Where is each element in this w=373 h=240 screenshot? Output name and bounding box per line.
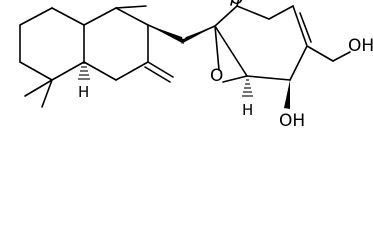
stereo-bond-layer [78, 25, 290, 109]
bond [51, 61, 85, 81]
hash-bond [78, 62, 90, 80]
hydroxymethyl-oh-label: OH [348, 36, 373, 56]
bond [115, 61, 149, 81]
wedge-bond [181, 26, 215, 44]
bond [115, 5, 147, 9]
hash-bond [242, 79, 253, 97]
bond [19, 7, 53, 26]
bond [332, 51, 351, 62]
epoxide-stereo-h-label: H [242, 101, 253, 119]
molecule-structure: O O OH OH H H [19, 0, 373, 131]
bond [214, 5, 238, 27]
bond [83, 7, 117, 26]
bond [115, 7, 149, 26]
bond [41, 79, 53, 108]
bond [236, 5, 270, 20]
bond [19, 61, 53, 81]
wedge-bond [148, 25, 184, 44]
bond [289, 45, 308, 81]
bond [147, 61, 174, 78]
epoxide-oxygen-label: O [210, 66, 223, 86]
atom-label-layer: O O OH OH H H [78, 0, 373, 131]
ring-hydroxyl-oh-label: OH [279, 111, 305, 131]
bond [268, 5, 294, 20]
bond [246, 75, 291, 81]
bond [24, 79, 53, 97]
bond [299, 12, 312, 43]
bond [83, 61, 117, 81]
bond [230, 0, 234, 6]
ketone-oxygen-label: O [230, 0, 243, 9]
bond [214, 25, 248, 77]
bond [51, 7, 85, 26]
wedge-bond [284, 80, 290, 109]
bond [214, 25, 220, 71]
bond [292, 5, 308, 47]
bond [236, 0, 240, 7]
bond-layer [19, 0, 351, 108]
decalin-stereo-h-label: H [78, 83, 89, 101]
bond [222, 75, 248, 83]
bond [144, 66, 171, 83]
bond [306, 45, 334, 62]
